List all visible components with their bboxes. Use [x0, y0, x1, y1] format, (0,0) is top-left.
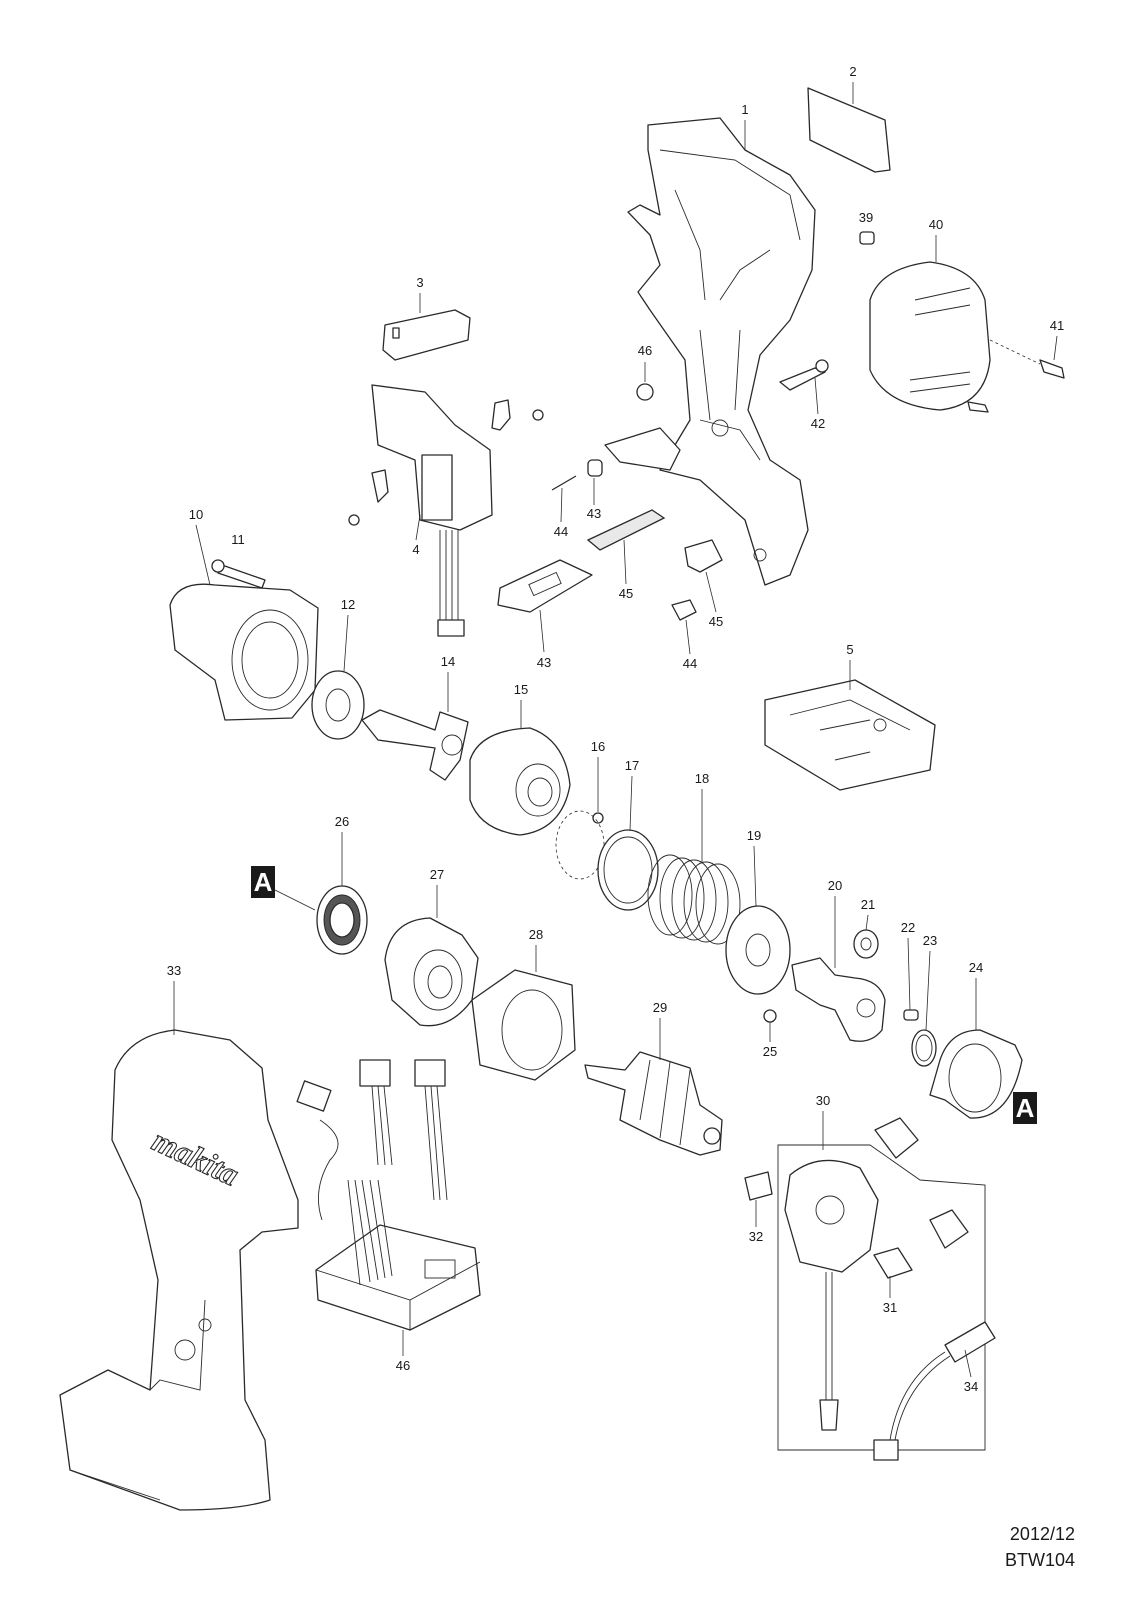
svg-text:A: A: [1016, 1093, 1035, 1123]
callout-17: 17: [625, 758, 639, 773]
footer-date: 2012/12: [1009, 1524, 1075, 1544]
callout-12: 12: [341, 597, 355, 612]
part-32-sensor: [744, 1171, 773, 1201]
part-14-anvil: [361, 709, 469, 781]
part-2-label: [807, 87, 891, 173]
callout-24: 24: [969, 960, 983, 975]
part-16-ball: [592, 812, 604, 824]
controller-callout-panel: [777, 1144, 986, 1451]
callout-10: 10: [189, 507, 203, 522]
part-39-spacer: [587, 459, 603, 477]
part-25-ball: [763, 1009, 777, 1023]
part-44-led: [684, 539, 723, 573]
part-41-holder: [497, 559, 593, 613]
callout-39: 43: [587, 506, 601, 521]
callout-35: 39: [859, 210, 873, 225]
part-26-bearing: [316, 885, 368, 955]
part-34-led-board: [873, 1321, 996, 1461]
callout-16: 16: [591, 739, 605, 754]
part-23-ring: [911, 1029, 937, 1067]
part-42-sheet: [586, 509, 666, 551]
callout-28: 28: [529, 927, 543, 942]
callout-26: 26: [335, 814, 349, 829]
part-3-switch-button: [382, 309, 471, 361]
callout-22: 22: [901, 920, 915, 935]
callout-27: 27: [430, 867, 444, 882]
callout-1: 1: [741, 102, 748, 117]
callout-2: 2: [849, 64, 856, 79]
part-21-gear: [853, 929, 879, 959]
reference-marker-a-left: A: [251, 866, 316, 911]
callout-37: 41: [1050, 318, 1064, 333]
callout-19: 19: [747, 828, 761, 843]
callout-31: 31: [883, 1300, 897, 1315]
callout-42: 45: [619, 586, 633, 601]
part-29-rotor: [584, 1051, 723, 1156]
part-27-bearing-box: [384, 917, 479, 1027]
part-1-housing: [604, 117, 816, 586]
callout-25: 25: [763, 1044, 777, 1059]
part-38-screw: [779, 359, 829, 391]
part-45-grommet: [636, 383, 654, 401]
callout-5: 5: [846, 642, 853, 657]
callout-36: 40: [929, 217, 943, 232]
callout-11: 11: [231, 532, 245, 547]
callout-15: 15: [514, 682, 528, 697]
part-5-terminal: [764, 679, 936, 791]
callout-14: 14: [441, 654, 455, 669]
part-37b-screw: [967, 401, 989, 413]
part-17-o-ring: [597, 829, 659, 911]
callout-3: 3: [416, 275, 423, 290]
callout-20: 20: [828, 878, 842, 893]
part-33-housing-left: makita: [59, 1029, 299, 1511]
part-43-clip: [671, 599, 697, 621]
part-35-sleeve: [859, 231, 875, 245]
part-31-clip-b: [929, 1209, 969, 1249]
part-11-screw: [211, 559, 266, 589]
ball-path: [555, 810, 605, 880]
svg-text:A: A: [254, 867, 273, 897]
part-19-washer: [725, 905, 791, 995]
callout-44: 45: [709, 614, 723, 629]
footer-model: BTW104: [1004, 1550, 1075, 1570]
callout-18: 18: [695, 771, 709, 786]
callout-29: 29: [653, 1000, 667, 1015]
callout-40: 44: [554, 524, 568, 539]
part-36-rear-cover: [869, 261, 991, 411]
callout-30: 30: [816, 1093, 830, 1108]
part-31-clip-c: [873, 1247, 913, 1279]
reference-marker-a-right: A: [1013, 1092, 1037, 1124]
callout-32: 32: [749, 1229, 763, 1244]
part-30-controller: [784, 1159, 879, 1431]
part-28-stator: [471, 969, 576, 1081]
part-18-spring: [647, 854, 741, 945]
part-12-washer: [311, 670, 365, 740]
callout-33: 33: [167, 963, 181, 978]
part-31-clip-a: [874, 1117, 919, 1159]
callout-38: 42: [811, 416, 825, 431]
part-22-pin: [903, 1009, 919, 1021]
callout-21: 21: [861, 897, 875, 912]
part-24-internal-gear: [929, 1029, 1023, 1119]
callout-41: 43: [537, 655, 551, 670]
part-20-spindle: [791, 957, 886, 1042]
callout-34: 34: [964, 1379, 978, 1394]
part-10-hammer-case: [169, 583, 319, 721]
callout-45: 46: [638, 343, 652, 358]
part-4-switch-assembly: [348, 384, 544, 637]
part-40-pin: [551, 475, 577, 491]
callout-23: 23: [923, 933, 937, 948]
part-46-controller: [315, 1179, 481, 1331]
wiring-connectors: [296, 1059, 448, 1221]
callout-4: 4: [412, 542, 419, 557]
callout-46: 46: [396, 1358, 410, 1373]
part-15-hammer: [469, 727, 571, 836]
part-37-screw: [989, 339, 1065, 379]
callout-43: 44: [683, 656, 697, 671]
